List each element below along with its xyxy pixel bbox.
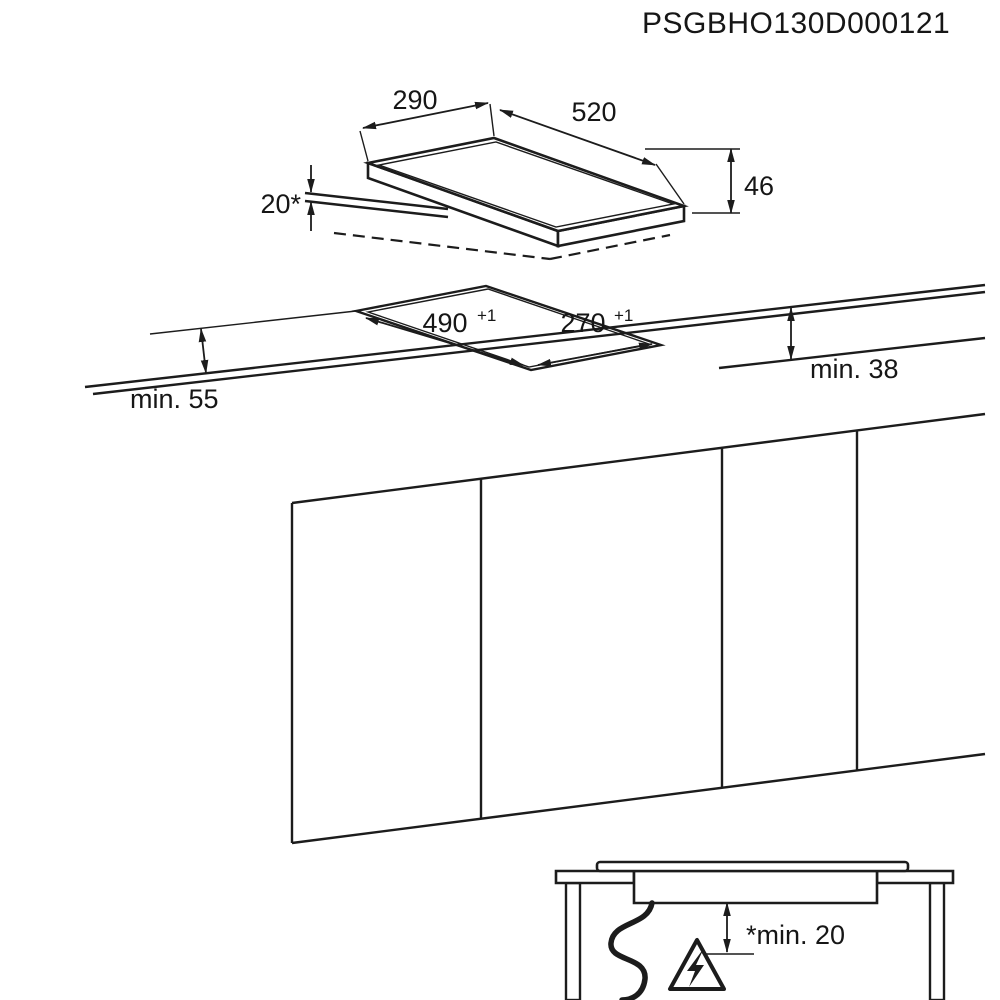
hob-width-label: 290 bbox=[392, 85, 437, 115]
cutout-length-label: 490 bbox=[422, 308, 467, 338]
hob-height-label: 46 bbox=[744, 171, 774, 201]
worktop-thickness-label: min. 38 bbox=[810, 354, 899, 384]
cabinet-top-edge-line bbox=[291, 412, 986, 505]
worktop-surface-line bbox=[304, 191, 449, 211]
cabinet-panel-right-section bbox=[928, 881, 946, 1000]
hob-length-label: 520 bbox=[571, 97, 616, 127]
worktop-front-edge-line bbox=[84, 283, 986, 389]
part-number-label: PSGBHO130D000121 bbox=[642, 7, 950, 40]
worktop-underside-line bbox=[718, 336, 986, 370]
cutout-width-tolerance: +1 bbox=[614, 306, 633, 325]
length-dimension-line bbox=[499, 109, 656, 166]
width-dimension-line bbox=[362, 101, 489, 130]
length-extension-line bbox=[655, 163, 685, 205]
hob-proud-height-label: 20* bbox=[260, 189, 301, 219]
hob-glass-section bbox=[595, 860, 910, 873]
hob-top-face-frame-line bbox=[376, 141, 676, 228]
hidden-cutout-edge-line bbox=[549, 233, 671, 261]
hob-top-face bbox=[363, 136, 689, 233]
cutout-length-tolerance: +1 bbox=[477, 306, 496, 325]
cutout-length-dimension-line bbox=[365, 317, 524, 366]
cabinet-panel-left-section bbox=[564, 881, 582, 1000]
bottom-clearance-label: *min. 20 bbox=[746, 920, 845, 950]
worktop-surface-line bbox=[304, 199, 449, 219]
section-detail: *min. 20 bbox=[554, 860, 955, 1000]
warning-triangle bbox=[668, 938, 726, 991]
base-cabinet bbox=[290, 412, 986, 845]
worktop-section-left bbox=[554, 869, 636, 885]
cutout-width-label: 270 bbox=[560, 308, 605, 338]
lightning-bolt-icon bbox=[687, 948, 704, 987]
hob-body-section bbox=[632, 869, 879, 905]
power-cable bbox=[608, 900, 655, 1000]
width-extension-line bbox=[359, 130, 369, 162]
worktop-section-right bbox=[875, 869, 955, 885]
width-extension-line bbox=[489, 103, 495, 137]
worktop: 490 +1 270 +1 min. 55 min. 38 bbox=[84, 283, 986, 414]
front-clearance-label: min. 55 bbox=[130, 384, 219, 414]
hob-projection: 290 520 20* 46 bbox=[260, 85, 774, 261]
cutout-width-dimension-line bbox=[537, 342, 653, 367]
front-clearance-extension-line bbox=[149, 310, 357, 335]
cabinet-bottom-edge-line bbox=[291, 752, 986, 845]
hidden-cutout-edge-line bbox=[333, 231, 551, 261]
front-clearance-dimension-line bbox=[198, 328, 209, 374]
